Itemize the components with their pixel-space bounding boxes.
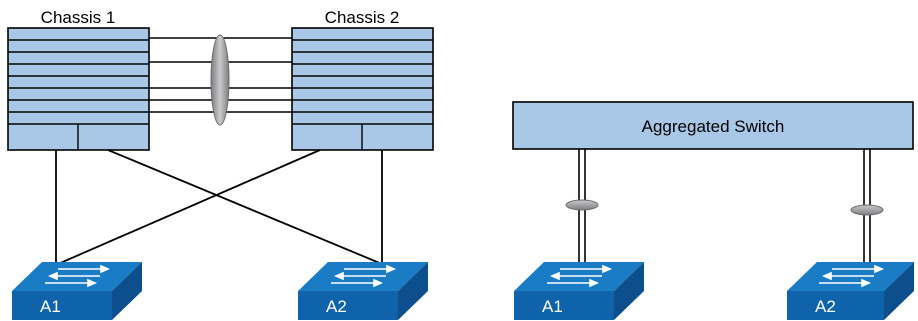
switch-a2-left-label: A2: [326, 297, 347, 316]
link-bundle-oval: [210, 34, 230, 126]
aggregated-uplinks: [578, 149, 871, 262]
chassis-2: Chassis 2: [291, 8, 434, 151]
switch-a2-right: A2: [787, 262, 914, 320]
right-diagram: Aggregated Switch A1: [512, 101, 914, 320]
switch-a1-left-label: A1: [40, 297, 61, 316]
switch-a1-right-label: A1: [542, 297, 563, 316]
switch-a2-right-label: A2: [815, 297, 836, 316]
arrows-icon: [45, 264, 111, 288]
chassis-2-label: Chassis 2: [325, 8, 400, 27]
arrows-icon: [331, 264, 397, 288]
uplinks: [55, 149, 383, 265]
switch-a2-left: A2: [298, 262, 428, 320]
bundle-oval-a2: [850, 204, 884, 216]
arrows-icon: [547, 264, 613, 288]
arrows-icon: [819, 264, 885, 288]
aggregated-switch: [512, 101, 914, 150]
aggregated-switch-label: Aggregated Switch: [642, 117, 785, 136]
chassis-1: Chassis 1: [7, 8, 150, 151]
switch-a1-right: A1: [514, 262, 644, 320]
left-diagram: Chassis 1 Chassis 2: [7, 8, 434, 320]
bundle-oval-a1: [565, 199, 599, 211]
chassis-1-label: Chassis 1: [41, 8, 116, 27]
switch-a1-left: A1: [12, 262, 142, 320]
